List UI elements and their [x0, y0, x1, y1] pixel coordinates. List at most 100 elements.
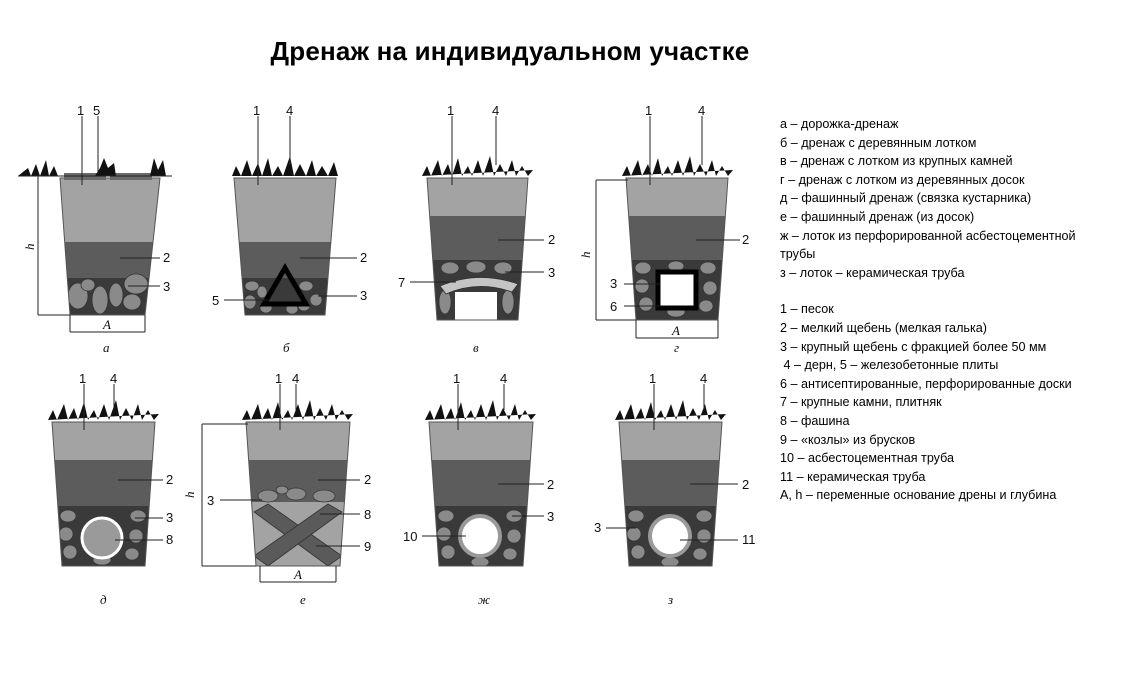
- grass: [150, 158, 166, 176]
- legend-type-z: з – лоток – керамическая труба: [780, 265, 965, 280]
- sand-layer: [234, 178, 336, 242]
- panel-caption: в: [473, 340, 479, 355]
- legend-type-g: г – дренаж с лотком из деревянных досок: [780, 172, 1025, 187]
- grass: [422, 156, 533, 176]
- h-label: h: [22, 244, 37, 251]
- legend: а – дорожка-дренаж б – дренаж с деревянн…: [780, 115, 1130, 505]
- label-4: 4: [500, 371, 507, 386]
- panel-g: 1 4 2 3 6 h A г: [578, 103, 749, 355]
- label-2: 2: [163, 250, 170, 265]
- legend-type-zh-cont: трубы: [780, 247, 816, 262]
- label-2: 2: [548, 232, 555, 247]
- stones: [626, 509, 713, 566]
- label-3: 3: [548, 265, 555, 280]
- label-3: 3: [610, 276, 617, 291]
- label-2: 2: [742, 477, 749, 492]
- flagstone: [439, 277, 519, 295]
- label-1: 1: [645, 103, 652, 118]
- legend-material-2: 2 – мелкий щебень (мелкая галька): [780, 320, 987, 335]
- stones: [58, 509, 147, 566]
- sand-layer: [626, 178, 728, 216]
- panel-e: 1 4 2 3 8 9 h A е: [182, 371, 371, 607]
- panel-caption: ж: [478, 592, 490, 607]
- legend-type-a: а – дорожка-дренаж: [780, 117, 899, 131]
- panel-b: 1 4 2 3 5 б: [212, 103, 367, 355]
- fine-gravel-layer: [626, 216, 728, 260]
- wooden-trestle: [253, 503, 343, 566]
- stones: [436, 509, 523, 566]
- legend-type-v: в – дренаж с лотком из крупных камней: [780, 154, 1013, 169]
- legend-type-e: е – фашинный дренаж (из досок): [780, 209, 975, 224]
- legend-material-ah: A, h – переменные основание дрены и глуб…: [780, 488, 1057, 503]
- panel-caption: б: [283, 340, 290, 355]
- label-2: 2: [364, 472, 371, 487]
- sand-layer: [427, 178, 528, 216]
- legend-material-6: 6 – антисептированные, перфорированные д…: [780, 376, 1072, 391]
- legend-type-zh: ж – лоток из перфорированной асбестоцеме…: [780, 228, 1076, 243]
- label-3: 3: [360, 288, 367, 303]
- legend-type-d: д – фашинный дренаж (связка кустарника): [780, 191, 1032, 206]
- label-1: 1: [447, 103, 454, 118]
- legend-material-7: 7 – крупные камни, плитняк: [780, 395, 942, 410]
- grass: [242, 400, 353, 420]
- grass: [95, 158, 116, 176]
- grass: [615, 400, 726, 420]
- legend-material-11: 11 – керамическая труба: [780, 469, 926, 484]
- sand-layer: [429, 422, 533, 460]
- wooden-board-tray: [655, 269, 699, 311]
- water-channel: [455, 292, 497, 320]
- legend-material-10: 10 – асбестоцементная труба: [780, 451, 955, 466]
- panel-caption: г: [674, 340, 679, 355]
- label-5: 5: [93, 103, 100, 118]
- panel-caption: д: [100, 592, 107, 607]
- label-10: 10: [403, 529, 417, 544]
- label-1: 1: [453, 371, 460, 386]
- label-2: 2: [742, 232, 749, 247]
- label-1: 1: [79, 371, 86, 386]
- label-8: 8: [166, 532, 173, 547]
- label-2: 2: [360, 250, 367, 265]
- legend-material-9: 9 – «козлы» из брусков: [780, 432, 916, 447]
- fine-gravel-layer: [52, 460, 155, 506]
- fine-gravel-layer: [60, 242, 160, 278]
- a-label: A: [293, 567, 302, 582]
- panel-caption: а: [103, 340, 110, 355]
- ceramic-pipe: [648, 514, 692, 558]
- legend-material-1: 1 – песок: [780, 302, 834, 317]
- label-3: 3: [166, 510, 173, 525]
- grass: [425, 400, 536, 420]
- fine-gravel-layer: [619, 460, 722, 506]
- stones: [438, 260, 515, 315]
- label-4: 4: [492, 103, 499, 118]
- panel-d: 1 4 2 3 8 д: [48, 371, 173, 607]
- label-7: 7: [398, 275, 405, 290]
- sand-layer: [52, 422, 155, 460]
- h-label: h: [578, 252, 593, 259]
- label-8: 8: [364, 507, 371, 522]
- label-3: 3: [207, 493, 214, 508]
- label-3: 3: [547, 509, 554, 524]
- sand-layer: [619, 422, 722, 460]
- stones: [257, 485, 336, 503]
- stones: [634, 260, 718, 318]
- grass: [622, 156, 733, 176]
- label-1: 1: [253, 103, 260, 118]
- panel-zh: 1 4 2 3 10 ж: [403, 371, 554, 607]
- legend-material-3: 3 – крупный щебень с фракцией более 50 м…: [780, 339, 1047, 354]
- legend-type-b: б – дренаж с деревянным лотком: [780, 135, 977, 150]
- label-4: 4: [700, 371, 707, 386]
- label-3: 3: [163, 279, 170, 294]
- legend-material-8: 8 – фашина: [780, 413, 850, 428]
- label-5: 5: [212, 293, 219, 308]
- sand-layer: [246, 422, 350, 460]
- label-9: 9: [364, 539, 371, 554]
- label-4: 4: [292, 371, 299, 386]
- label-3: 3: [594, 520, 601, 535]
- grass: [48, 400, 159, 420]
- label-4: 4: [286, 103, 293, 118]
- grass: [18, 160, 58, 176]
- label-11: 11: [742, 532, 756, 547]
- legend-material-4-5: 4 – дерн, 5 – железобетонные плиты: [780, 358, 999, 373]
- h-label: h: [182, 492, 197, 499]
